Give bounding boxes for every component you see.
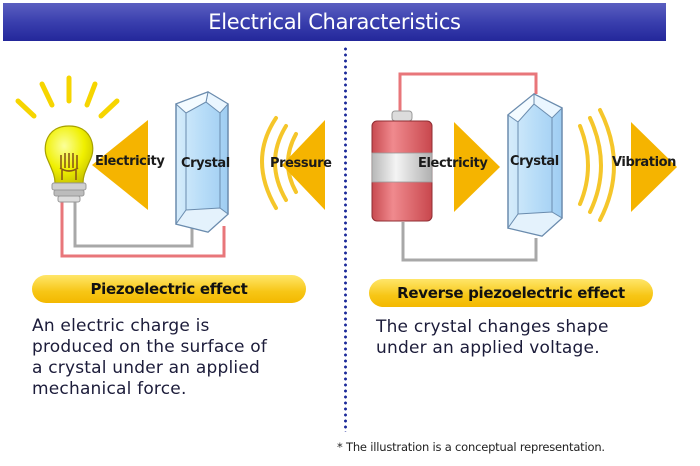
description-line: produced on the surface of — [32, 337, 268, 357]
label-pressure: Pressure — [270, 156, 332, 171]
label-vibration: Vibration — [612, 155, 677, 170]
red-wire — [398, 72, 538, 116]
description-line: mechanical force. — [32, 379, 187, 399]
arrow-left-pressure-icon — [282, 120, 325, 210]
light-bulb-icon — [15, 75, 120, 203]
reverse-piezoelectric-description: The crystal changes shape under an appli… — [376, 317, 609, 359]
label-crystal-left: Crystal — [181, 156, 230, 171]
arrow-right-icon — [454, 122, 500, 212]
piezoelectric-effect-badge: Piezoelectric effect — [32, 275, 306, 303]
vibration-waves-icon — [578, 108, 616, 222]
page-title: Electrical Characteristics — [208, 10, 461, 34]
title-bar: Electrical Characteristics — [3, 3, 666, 41]
reverse-piezoelectric-effect-title: Reverse piezoelectric effect — [397, 284, 625, 302]
crystal-icon-right — [507, 92, 563, 237]
label-crystal-right: Crystal — [510, 154, 559, 169]
description-line: An electric charge is — [32, 316, 210, 336]
left-circuit-wires — [60, 200, 226, 258]
piezoelectric-effect-title: Piezoelectric effect — [90, 280, 248, 298]
crystal-icon — [175, 91, 229, 233]
battery-icon — [371, 110, 433, 222]
reverse-piezoelectric-effect-badge: Reverse piezoelectric effect — [369, 279, 653, 307]
label-electricity-right: Electricity — [418, 156, 488, 171]
description-line: a crystal under an applied — [32, 358, 260, 378]
right-circuit-wires — [398, 72, 538, 262]
description-line: under an applied voltage. — [376, 338, 600, 358]
piezoelectric-description: An electric charge is produced on the su… — [32, 316, 267, 400]
gray-wire — [401, 222, 538, 262]
arrow-left-icon — [92, 120, 148, 210]
footnote: * The illustration is a conceptual repre… — [337, 440, 605, 454]
red-wire — [60, 200, 226, 258]
gray-wire — [73, 200, 194, 248]
description-line: The crystal changes shape — [376, 317, 609, 337]
dotted-divider — [344, 46, 347, 432]
arrow-right-vibration-icon — [631, 122, 677, 212]
label-electricity-left: Electricity — [95, 154, 165, 169]
